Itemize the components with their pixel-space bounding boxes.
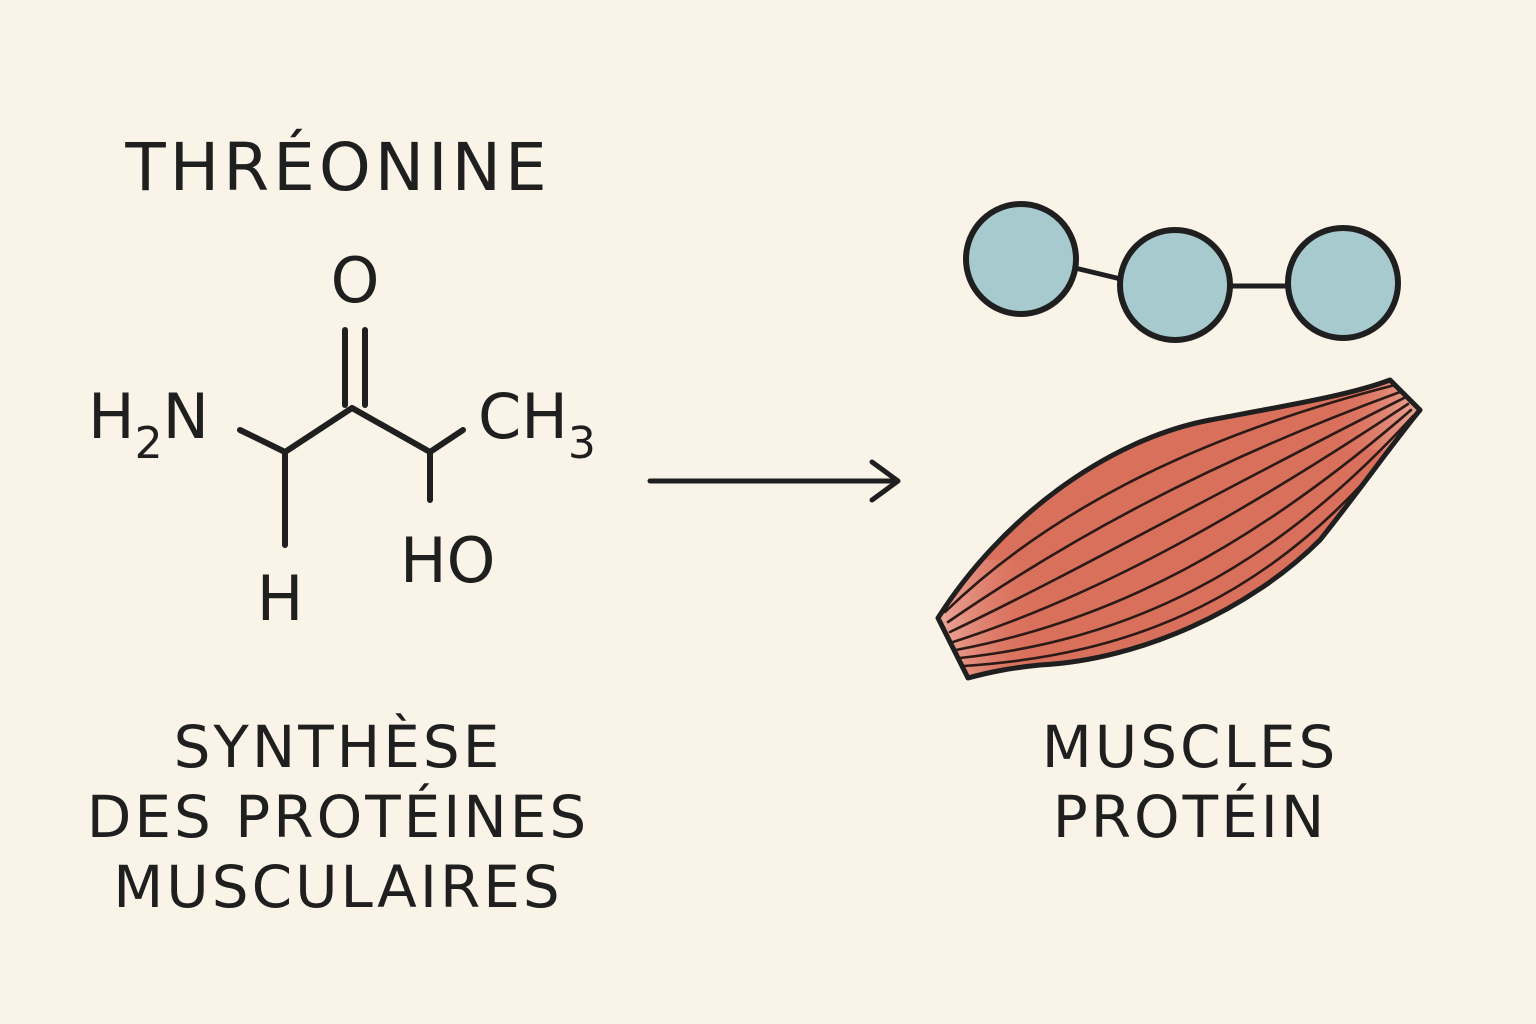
bond-co-cb — [349, 405, 433, 455]
muscle-fiber — [943, 383, 1397, 614]
atom-methyl: CH3 — [478, 380, 596, 469]
amine-subscript: 2 — [135, 418, 163, 469]
muscle-fiber — [954, 408, 1413, 652]
chain-link-1 — [1074, 265, 1126, 283]
muscle-fiber — [948, 396, 1406, 634]
arrow-head — [869, 459, 901, 503]
muscle-outline — [935, 377, 1423, 681]
left-caption-line-2: DES PROTÉINES — [86, 783, 590, 851]
muscle-fibers — [943, 383, 1416, 668]
amino-acid-bead-2 — [1117, 227, 1233, 343]
atom-oxygen: O — [331, 244, 380, 317]
amine-n: N — [163, 380, 209, 453]
left-caption: SYNTHÈSE DES PROTÉINES MUSCULAIRES — [38, 712, 638, 922]
muscle-fiber — [951, 402, 1410, 644]
left-caption-line-3: MUSCULAIRES — [113, 853, 563, 921]
right-caption-line-2: PROTÉIN — [1052, 783, 1328, 851]
amino-acid-bead-1 — [963, 201, 1079, 317]
left-caption-line-1: SYNTHÈSE — [173, 713, 503, 781]
peptide-chain — [963, 201, 1401, 343]
methyl-subscript: 3 — [568, 418, 596, 469]
bond-n-ca — [237, 427, 288, 455]
right-caption-line-1: MUSCLES — [1041, 713, 1339, 781]
atom-hydroxyl: HO — [400, 524, 495, 597]
reaction-arrow — [647, 459, 901, 503]
muscle-fiber — [958, 414, 1415, 660]
right-caption: MUSCLES PROTÉIN — [990, 712, 1390, 852]
title: THRÉONINE — [124, 128, 550, 206]
bond-cb-ch3 — [427, 427, 466, 455]
muscle-illustration — [935, 377, 1423, 681]
atom-hydrogen: H — [257, 562, 304, 635]
tendon-left — [938, 560, 1040, 678]
threonine-structure — [237, 327, 466, 548]
amine-h: H — [88, 380, 135, 453]
bond-ca-co — [282, 405, 355, 455]
amino-acid-bead-3 — [1285, 225, 1401, 341]
muscle-fiber — [946, 390, 1402, 624]
methyl-ch: CH — [478, 380, 568, 453]
atom-amine: H2N — [88, 380, 209, 469]
